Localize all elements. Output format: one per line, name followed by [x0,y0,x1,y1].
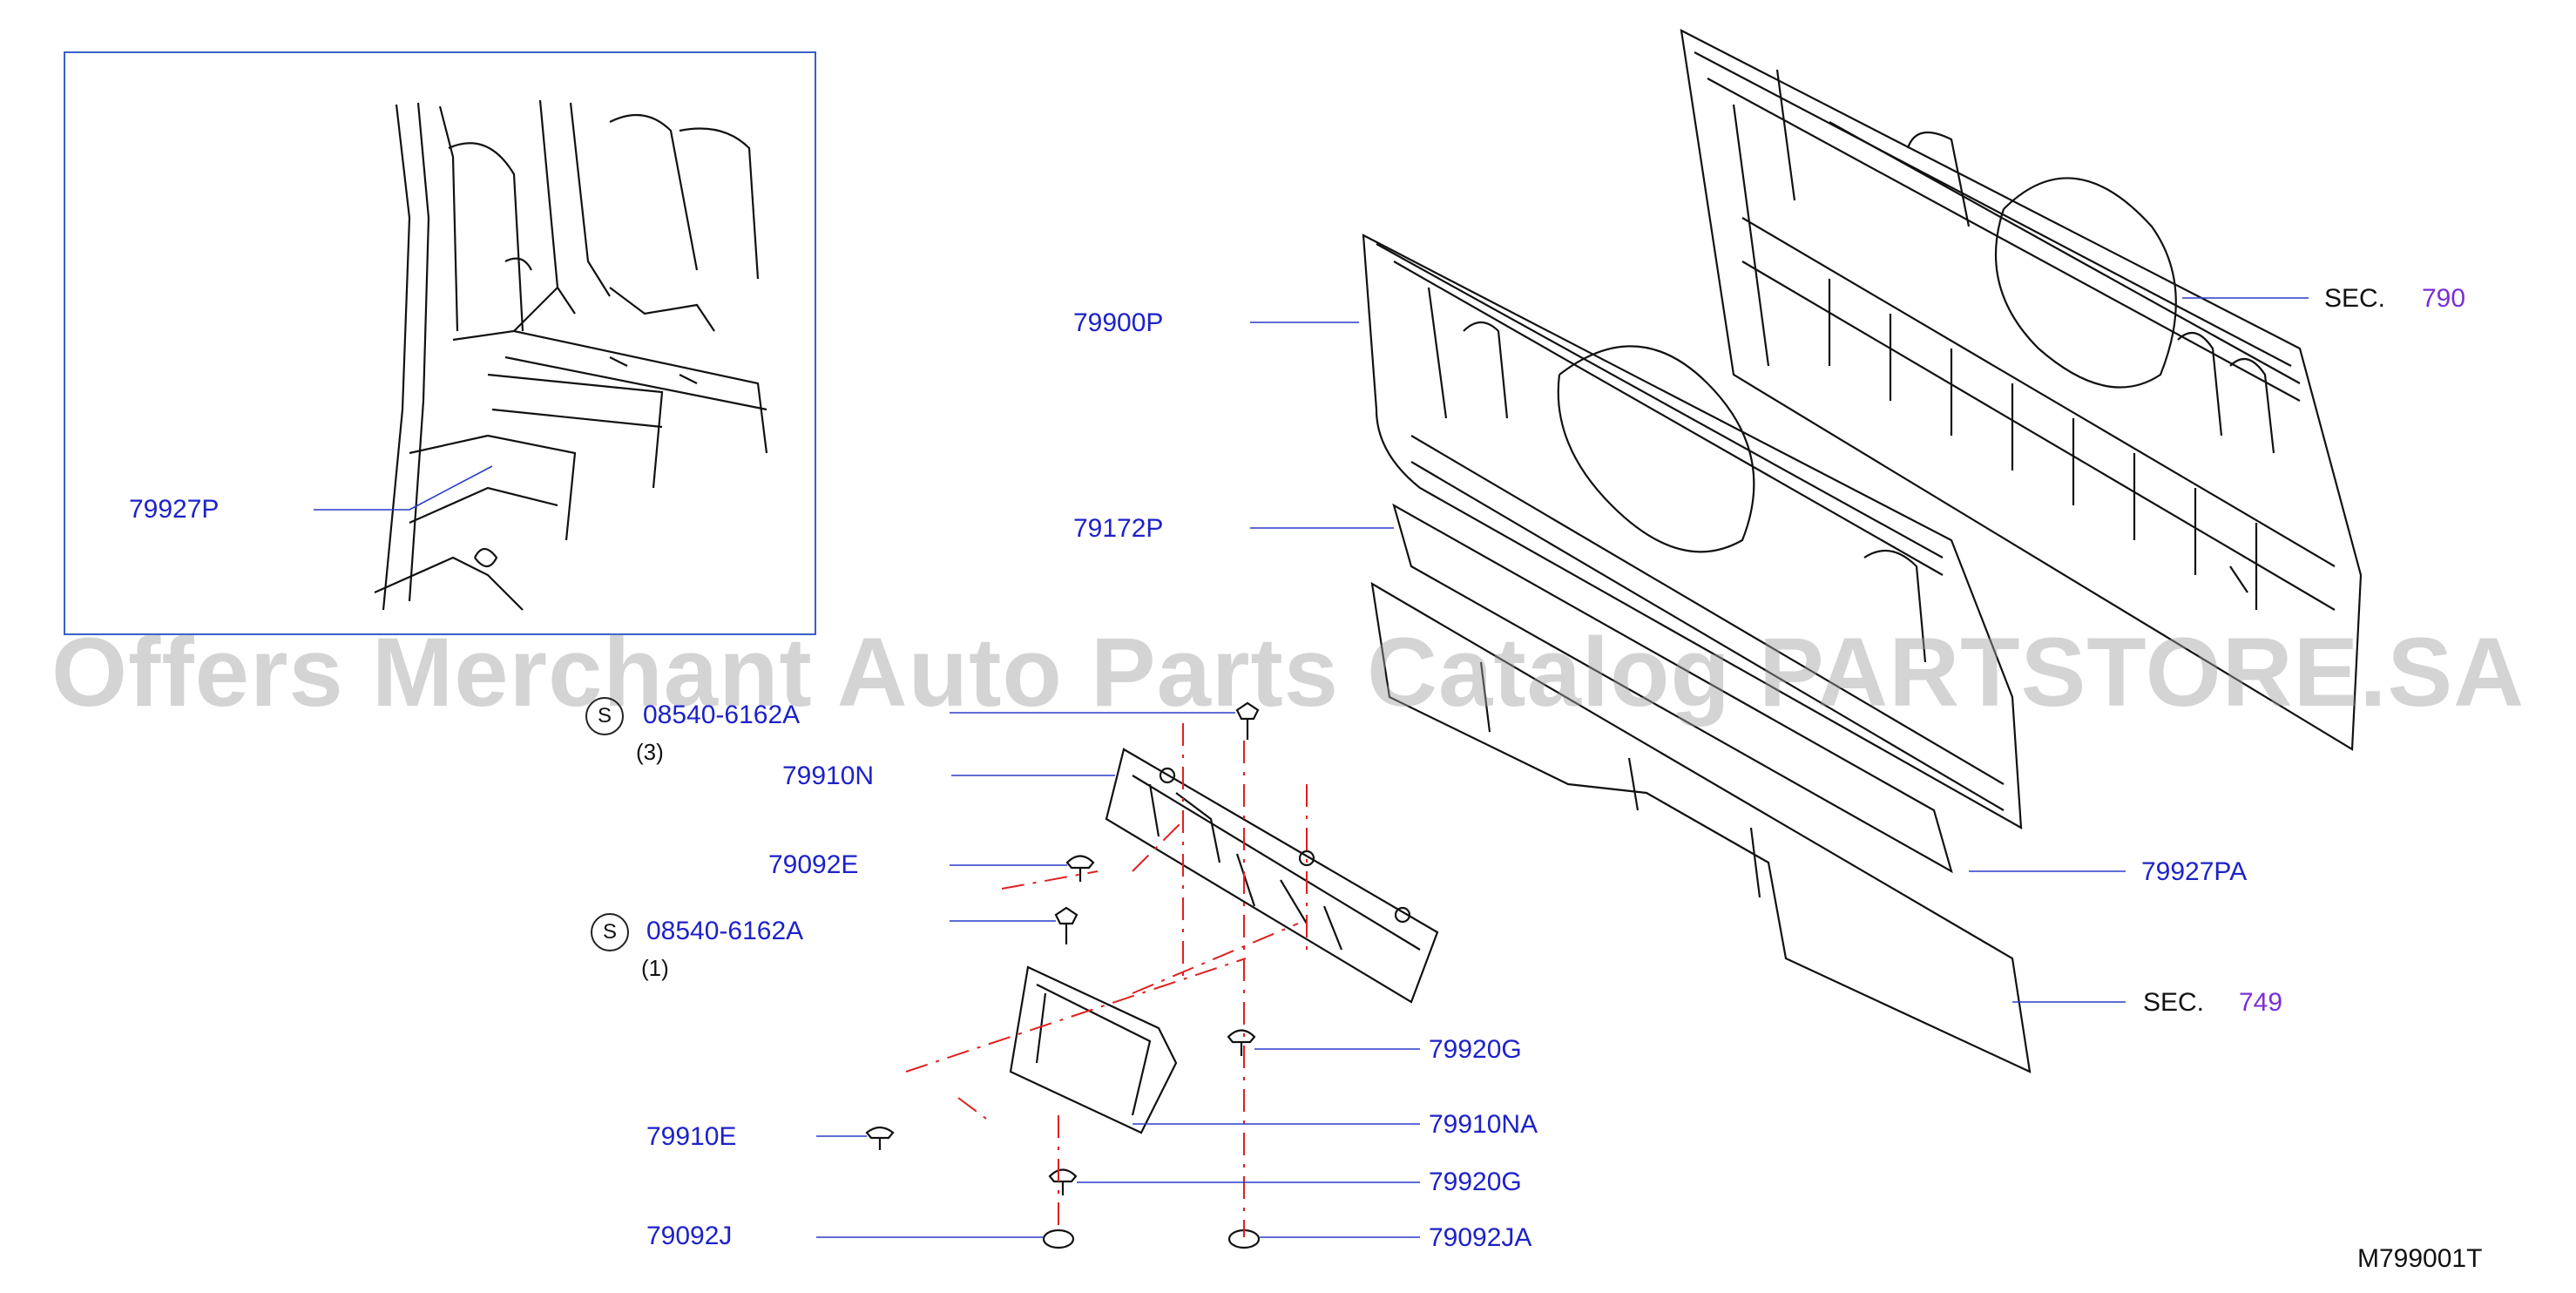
clip-icon [1048,1168,1078,1195]
diagram-code: M799001T [2357,1244,2483,1273]
clip-icon [865,1126,895,1150]
part-label-08540-6162A-bottom[interactable]: 08540-6162A [646,917,804,945]
part-label-79092JA[interactable]: 79092JA [1429,1223,1532,1252]
part-label-79092E[interactable]: 79092E [768,850,859,879]
pocket-tray-79910NA-drawing [1009,965,1178,1134]
screw-icon [1235,701,1260,740]
quantity-label-bottom: (1) [641,955,669,981]
section-ref-prefix-749: SEC. [2143,988,2205,1017]
board-79927PA-drawing [1370,581,2032,1073]
handle-cover-79910N-drawing [1105,748,1439,1004]
part-label-79910NA[interactable]: 79910NA [1429,1110,1538,1139]
part-label-79927PA[interactable]: 79927PA [2141,857,2248,886]
section-ref-number-790[interactable]: 790 [2422,284,2466,313]
part-label-79920G-lower[interactable]: 79920G [1429,1168,1522,1196]
part-label-79920G-upper[interactable]: 79920G [1429,1035,1522,1064]
fastener-icons [865,701,1261,1249]
section-ref-number-749[interactable]: 749 [2239,988,2283,1017]
section-ref-prefix-790: SEC. [2324,284,2386,313]
inner-panel-79900P-drawing [1362,234,2023,829]
insulator-79172P-drawing [1392,503,1953,874]
standard-part-symbol: S [591,913,629,951]
cap-icon [1042,1229,1075,1249]
rear-body-panel-drawing [1680,29,2363,751]
leader-lines [314,297,2309,1238]
clip-icon [1065,855,1095,882]
part-label-08540-6162A-top[interactable]: 08540-6162A [643,701,801,729]
part-label-79900P[interactable]: 79900P [1073,308,1164,337]
screw-icon [1054,906,1078,944]
detail-inset-frame [64,51,816,635]
part-label-79910N[interactable]: 79910N [782,762,875,790]
quantity-label-top: (3) [636,739,664,765]
part-label-79910E[interactable]: 79910E [646,1122,737,1151]
part-label-79927P[interactable]: 79927P [129,495,220,524]
standard-part-symbol: S [585,697,624,735]
assembly-centerlines [905,723,1308,1237]
part-label-79092J[interactable]: 79092J [646,1222,733,1250]
part-label-79172P[interactable]: 79172P [1073,514,1164,543]
clip-icon [1227,1029,1256,1056]
inset-panel-corner-drawing [374,99,768,611]
